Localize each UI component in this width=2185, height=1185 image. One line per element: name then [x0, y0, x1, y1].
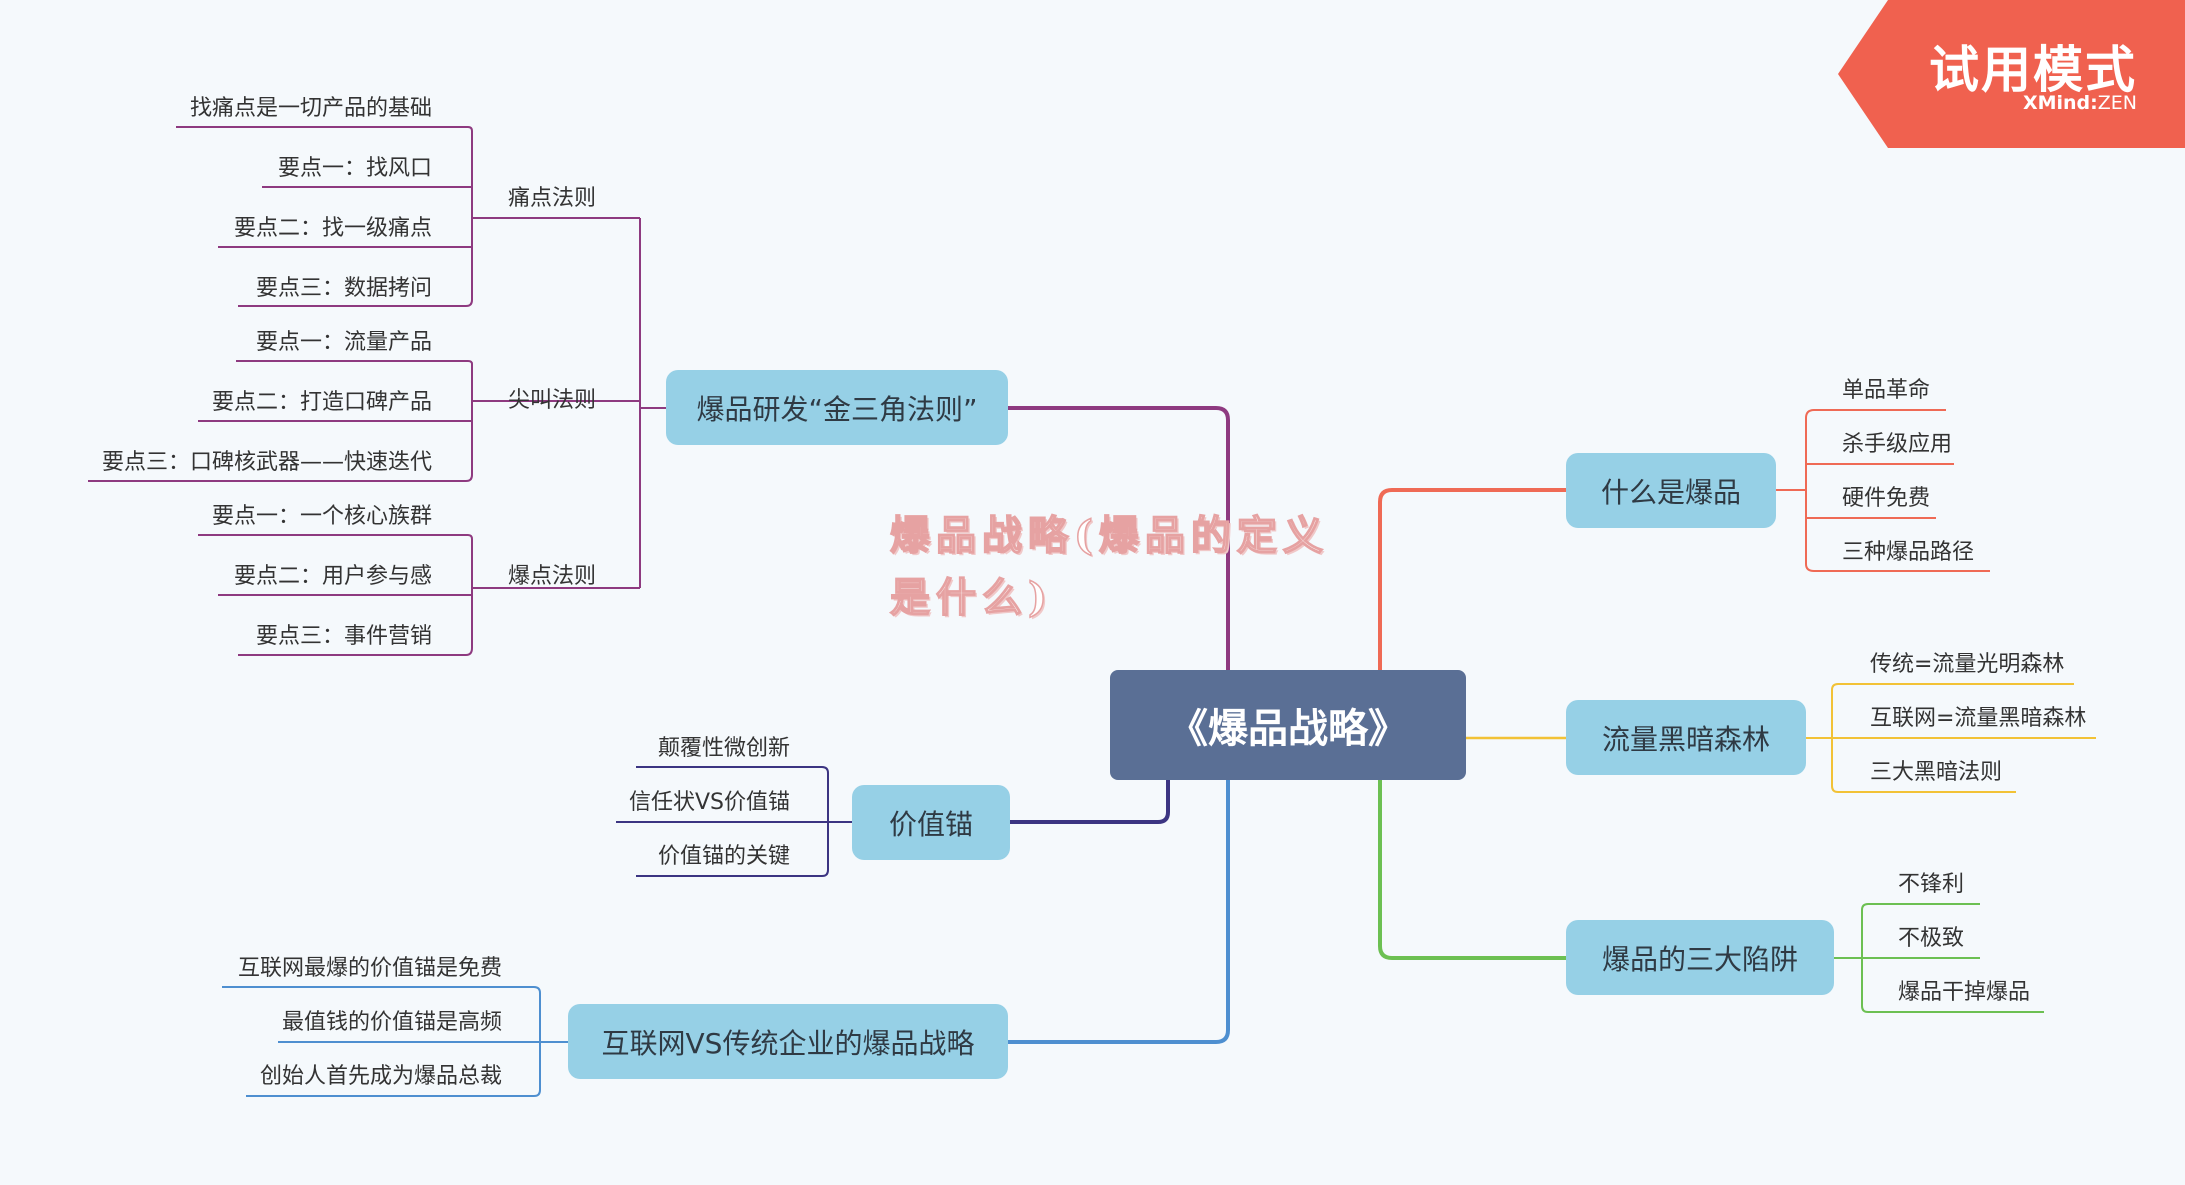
topic-value-anchor[interactable]: 价值锚 — [852, 785, 1010, 860]
branch-trap-sub-lines — [1834, 903, 2044, 1013]
branch-what-sub-lines — [1776, 409, 1990, 572]
group-scream[interactable]: 尖叫法则 — [508, 388, 597, 413]
trap-item-3[interactable]: 爆品干掉爆品 — [1898, 980, 2031, 1005]
vs-item-2[interactable]: 最值钱的价值锚是高频 — [281, 1010, 502, 1035]
xmind-brand: XMind:ZEN — [2022, 92, 2137, 114]
trial-mode-label: 试用模式 — [1929, 41, 2137, 99]
pain-item-3[interactable]: 要点二：找一级痛点 — [233, 216, 432, 241]
topic-internet-vs-traditional[interactable]: 互联网VS传统企业的爆品战略 — [568, 1004, 1008, 1079]
branch-value-sub-lines — [616, 766, 852, 877]
branch-trap-lines — [1378, 780, 1566, 960]
branch-vs-lines — [1008, 780, 1230, 1044]
topic-rd-triangle[interactable]: 爆品研发“金三角法则” — [666, 370, 1008, 445]
vs-item-3[interactable]: 创始人首先成为爆品总裁 — [259, 1064, 502, 1089]
vs-item-1[interactable]: 互联网最爆的价值锚是免费 — [237, 956, 502, 981]
explosion-item-3[interactable]: 要点三：事件营销 — [255, 624, 432, 649]
group-pain-point[interactable]: 痛点法则 — [508, 186, 597, 211]
branch-value-lines — [1010, 780, 1170, 824]
explosion-item-2[interactable]: 要点二：用户参与感 — [233, 564, 432, 589]
branch-vs-sub-lines — [222, 986, 568, 1097]
brand-name: XMind — [2022, 92, 2091, 114]
value-item-3[interactable]: 价值锚的关键 — [657, 844, 790, 869]
brand-edition: ZEN — [2097, 92, 2137, 114]
pain-item-1[interactable]: 找痛点是一切产品的基础 — [189, 96, 432, 121]
pain-item-2[interactable]: 要点一：找风口 — [277, 156, 432, 181]
scream-item-2[interactable]: 要点二：打造口碑产品 — [211, 390, 432, 415]
trap-item-2[interactable]: 不极致 — [1898, 926, 1965, 951]
branch-rd-lines — [1008, 406, 1230, 670]
trial-badge-shape — [1838, 0, 2185, 148]
scream-item-1[interactable]: 要点一：流量产品 — [255, 330, 432, 355]
group-explosion[interactable]: 爆点法则 — [508, 564, 597, 589]
what-item-4[interactable]: 三种爆品路径 — [1842, 540, 1975, 565]
topic-traffic-dark-forest[interactable]: 流量黑暗森林 — [1566, 700, 1806, 775]
what-item-1[interactable]: 单品革命 — [1842, 378, 1931, 403]
value-item-1[interactable]: 颠覆性微创新 — [657, 736, 790, 761]
topic-three-traps[interactable]: 爆品的三大陷阱 — [1566, 920, 1834, 995]
branch-forest-sub-lines — [1806, 683, 2096, 793]
watermark-text: 爆品战略(爆品的定义是什么) — [889, 511, 1329, 622]
trap-item-1[interactable]: 不锋利 — [1898, 872, 1965, 897]
topic-what-is-hit[interactable]: 什么是爆品 — [1566, 453, 1776, 528]
scream-item-3[interactable]: 要点三：口碑核武器——快速迭代 — [101, 450, 432, 475]
trial-badge[interactable]: 试用模式 XMind:ZEN — [1838, 0, 2185, 148]
value-item-2[interactable]: 信任状VS价值锚 — [628, 790, 790, 815]
what-item-2[interactable]: 杀手级应用 — [1842, 432, 1953, 457]
forest-item-1[interactable]: 传统=流量光明森林 — [1870, 652, 2065, 677]
forest-item-2[interactable]: 互联网=流量黑暗森林 — [1870, 706, 2087, 731]
forest-item-3[interactable]: 三大黑暗法则 — [1870, 760, 2003, 785]
branch-rd-sub-lines — [88, 126, 666, 656]
central-topic[interactable]: 《爆品战略》 — [1110, 670, 1466, 780]
explosion-item-1[interactable]: 要点一：一个核心族群 — [211, 504, 432, 529]
pain-item-4[interactable]: 要点三：数据拷问 — [255, 276, 432, 301]
what-item-3[interactable]: 硬件免费 — [1842, 486, 1931, 511]
branch-what-lines — [1378, 488, 1566, 670]
